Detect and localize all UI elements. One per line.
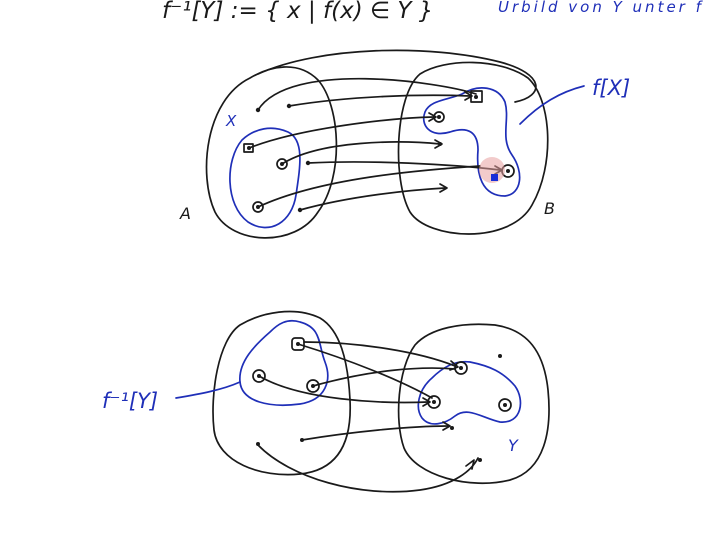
- set-B-outline: [397, 61, 549, 235]
- pen-cursor: [479, 157, 505, 183]
- point: [459, 366, 463, 370]
- point-mark: [306, 379, 320, 393]
- map-arrow: [258, 375, 429, 404]
- point-mark: [252, 369, 266, 383]
- map-arrow: [312, 367, 456, 387]
- top-diagram: A X B f[X]: [179, 49, 630, 239]
- set-A-outline: [205, 66, 338, 239]
- label-Y: Y: [508, 436, 519, 455]
- formula-note: Urbild von Y unter f: [498, 0, 704, 16]
- left-set-outline: [212, 310, 352, 476]
- map-arrow: [288, 94, 471, 107]
- point: [437, 115, 441, 119]
- label-image-fX: f[X]: [592, 76, 630, 100]
- outer-swoop: [257, 49, 537, 103]
- point: [498, 354, 502, 358]
- map-arrow: [303, 341, 456, 367]
- point: [506, 169, 510, 173]
- map-arrow: [439, 183, 448, 193]
- label-pointer: [175, 381, 241, 399]
- Y-outline: [417, 360, 522, 425]
- point-mark: [276, 158, 288, 170]
- map-arrow: [442, 421, 451, 431]
- map-arrow: [422, 397, 431, 407]
- preimage-outline: [239, 319, 329, 406]
- map-arrow: [297, 343, 433, 399]
- label-subset-X: X: [225, 112, 237, 130]
- label-set-A: A: [179, 204, 191, 223]
- bottom-diagram: f⁻¹[Y] Y: [102, 310, 550, 493]
- point-mark: [243, 143, 254, 153]
- point: [432, 400, 436, 404]
- label-pointer: [519, 85, 585, 125]
- point: [503, 403, 507, 407]
- formula-text: f⁻¹[Y] := { x | f(x) ∈ Y }: [162, 0, 433, 24]
- label-set-B: B: [544, 199, 555, 218]
- subset-X-outline: [229, 127, 301, 229]
- right-set-outline: [397, 323, 550, 485]
- map-arrow: [299, 187, 446, 211]
- map-arrow: [257, 165, 481, 208]
- map-arrow: [281, 141, 441, 165]
- point-mark: [252, 201, 264, 213]
- map-arrow: [465, 459, 475, 470]
- map-arrow: [428, 112, 437, 122]
- point: [450, 426, 454, 430]
- map-arrow: [257, 77, 477, 111]
- outer-swoop-bottom: [257, 444, 479, 493]
- map-arrow: [464, 91, 473, 101]
- label-preimage: f⁻¹[Y]: [102, 389, 158, 413]
- point: [256, 442, 260, 446]
- point: [474, 95, 478, 99]
- map-arrow: [434, 139, 443, 149]
- point-mark: [498, 398, 512, 412]
- point: [478, 458, 482, 462]
- map-arrow: [248, 116, 435, 149]
- point-mark: [291, 337, 305, 351]
- map-arrow: [301, 425, 449, 441]
